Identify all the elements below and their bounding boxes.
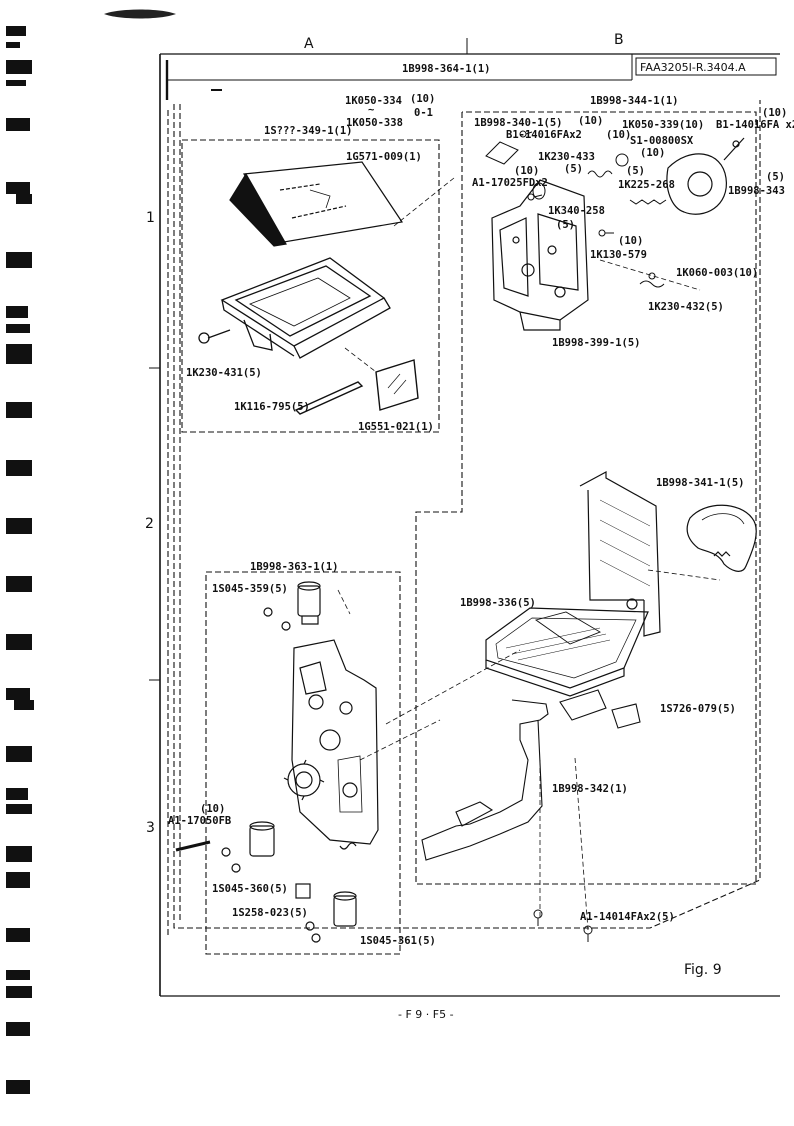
label-k230-432: 1K230-432(5) — [648, 301, 724, 313]
label-s045-359: 1S045-359(5) — [212, 583, 288, 595]
label-sub-left: 1S???-349-1(1) — [264, 125, 353, 137]
mechanism-plate-363 — [283, 639, 379, 850]
label-s1-qty2: (10) — [640, 147, 665, 159]
label-a1-17050: A1-17050FB — [168, 815, 231, 827]
label-k225: 1K225-268 — [618, 179, 675, 191]
label-b341: 1B998-341-1(5) — [656, 477, 745, 489]
label-b399: 1B998-399-1(5) — [552, 337, 641, 349]
label-s1-qty: (10) — [606, 129, 631, 141]
row-label-1: 1 — [146, 210, 155, 226]
reference-box — [635, 57, 777, 76]
label-b343: 1B998-343 — [728, 185, 785, 197]
label-s1-00800: S1-00800SX — [630, 135, 694, 147]
label-s726: 1S726-079(5) — [660, 703, 736, 715]
loose-screws — [533, 909, 593, 942]
small-springs-and-screws — [485, 130, 667, 288]
main-chassis-336 — [485, 470, 661, 697]
row-label-2: 2 — [145, 516, 154, 532]
label-b1-14016-r: B1-14016FA x2 — [716, 119, 794, 131]
label-a1-17025-qty: (10) — [514, 165, 539, 177]
label-g571: 1G571-009(1) — [346, 151, 422, 163]
assembly-outlines — [167, 100, 761, 955]
label-sub-right: 1B998-344-1(1) — [590, 95, 679, 107]
smudge-mark — [104, 9, 176, 19]
guide-rod — [294, 381, 364, 415]
label-k050-339: 1K050-339(10) — [622, 119, 704, 131]
label-b343-qty: (5) — [766, 171, 785, 183]
label-s258: 1S258-023(5) — [232, 907, 308, 919]
label-b340: 1B998-340-1(5) — [474, 117, 563, 129]
label-b342: 1B998-342(1) — [552, 783, 628, 795]
label-b1-14016-r-qty: (10) — [762, 107, 787, 119]
label-k060: 1K060-003(10) — [676, 267, 758, 279]
gear-plate-341 — [686, 504, 757, 572]
label-k050-334: 1K050-334 — [345, 95, 402, 107]
label-b1-14016-qty: (10) — [578, 115, 603, 127]
binding-holes — [6, 26, 34, 1094]
label-k230-433-qty: (5) — [564, 163, 583, 175]
label-s045-360: 1S045-360(5) — [212, 883, 288, 895]
label-k050-qty: (10) — [410, 93, 435, 105]
label-a1-17050-qty: (10) — [200, 803, 225, 815]
column-label-b: B — [614, 32, 624, 48]
label-s045-361: 1S045-361(5) — [360, 935, 436, 947]
column-label-a: A — [304, 36, 314, 52]
label-main-assembly: 1B998-364-1(1) — [402, 63, 491, 75]
leader-lines — [337, 177, 721, 931]
drawing-frame — [149, 38, 780, 997]
solenoid-360 — [175, 821, 275, 873]
row-label-3: 3 — [146, 820, 155, 836]
label-k130-qty: (10) — [618, 235, 643, 247]
solenoid-359 — [263, 581, 321, 631]
label-g551: 1G551-021(1) — [358, 421, 434, 433]
label-k130: 1K130-579 — [590, 249, 647, 261]
label-a1-14014: A1-14014FAx2(5) — [580, 911, 675, 923]
label-k050-tilde: ~ — [368, 104, 374, 116]
label-sub-lower: 1B998-363-1(1) — [250, 561, 339, 573]
shutter-blade-343 — [666, 137, 745, 215]
page-number: - F 9 · F5 - — [398, 1008, 454, 1021]
label-k225-qty: (5) — [626, 165, 645, 177]
label-k340-qty: (5) — [556, 219, 575, 231]
flex-circuit-342 — [421, 689, 641, 861]
label-k050-338: 1K050-338 — [346, 117, 403, 129]
film-gate-frame — [198, 257, 391, 359]
shutter-base-plate — [491, 179, 589, 331]
solenoid-361 — [295, 883, 357, 943]
label-k230-431: 1K230-431(5) — [186, 367, 262, 379]
reference-code: FAA3205I-R.3404.A — [640, 61, 746, 74]
part-labels: 1B998-364-1(1) 1S???-349-1(1) 1B998-344-… — [168, 63, 794, 947]
figure-label: Fig. 9 — [684, 962, 722, 978]
label-b336: 1B998-336(5) — [460, 597, 536, 609]
glass-plate — [375, 359, 419, 411]
label-a1-17025: A1-17025FDx2 — [472, 177, 548, 189]
label-k116: 1K116-795(5) — [234, 401, 310, 413]
label-k050-var: 0-1 — [414, 107, 433, 119]
cover-plate — [229, 161, 404, 247]
label-k340: 1K340-258 — [548, 205, 605, 217]
label-b1-14016: B1-14016FAx2 — [506, 129, 582, 141]
label-k230-433: 1K230-433 — [538, 151, 595, 163]
